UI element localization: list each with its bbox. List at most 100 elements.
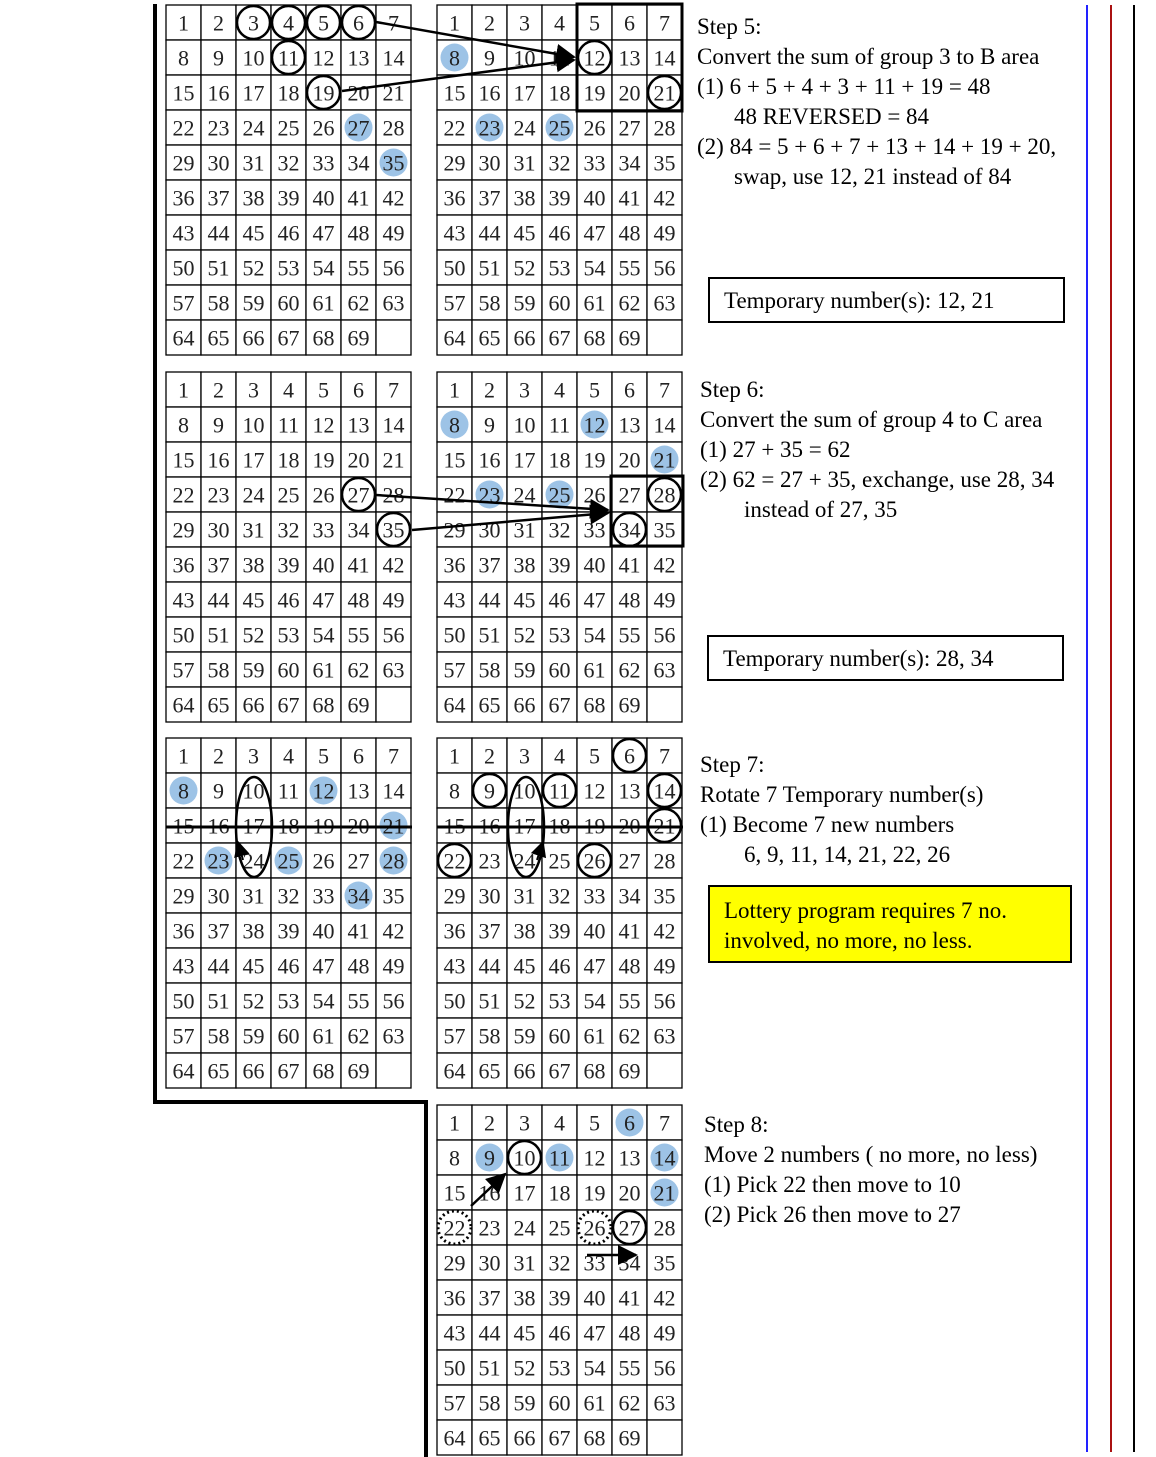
grid-number: 20 <box>348 448 370 473</box>
grid-cell <box>270 319 307 356</box>
grid-number: 6 <box>353 11 364 36</box>
grid-number: 52 <box>514 256 536 281</box>
grid-number: 47 <box>584 588 606 613</box>
grid-number: 51 <box>208 989 230 1014</box>
grid-cell <box>340 1052 377 1089</box>
grid-number: 34 <box>619 884 641 909</box>
grid-number: 26 <box>584 849 606 874</box>
grid-number: 16 <box>208 81 230 106</box>
grid-number: 44 <box>479 954 501 979</box>
grid-number: 4 <box>283 378 294 403</box>
grid-cell <box>611 1017 648 1054</box>
grid-cell <box>375 581 412 618</box>
grid-cell <box>375 686 412 723</box>
grid-number: 38 <box>243 919 265 944</box>
grid-number: 43 <box>444 954 466 979</box>
grid-cell <box>200 686 237 723</box>
grid-number: 2 <box>213 11 224 36</box>
grid-number: 48 <box>348 221 370 246</box>
grid-cell <box>541 371 578 408</box>
grid-number: 50 <box>444 256 466 281</box>
step7-title: Step 7: <box>700 752 765 777</box>
grid-number: 41 <box>348 186 370 211</box>
grid-cell <box>200 581 237 618</box>
grid-cell <box>165 4 202 41</box>
grid-number: 37 <box>208 186 230 211</box>
grid-cell <box>436 179 473 216</box>
grid-cell <box>200 546 237 583</box>
grid-number: 68 <box>313 326 335 351</box>
grid-cell <box>200 476 237 513</box>
grid-cell <box>375 441 412 478</box>
grid-number: 9 <box>213 413 224 438</box>
grid-cell <box>506 1174 543 1211</box>
grid-cell <box>576 581 613 618</box>
grid-cell <box>611 284 648 321</box>
grid-number: 1 <box>178 378 189 403</box>
grid-cell <box>436 249 473 286</box>
grid-cell <box>165 546 202 583</box>
grid-number: 48 <box>619 1321 641 1346</box>
grid-number: 1 <box>449 11 460 36</box>
grid-number: 63 <box>383 658 405 683</box>
grid-number: 69 <box>348 693 370 718</box>
grid-number: 68 <box>584 1426 606 1451</box>
grid-number: 59 <box>243 658 265 683</box>
grid-number: 16 <box>479 1181 501 1206</box>
grid-number: 56 <box>654 1356 676 1381</box>
grid-number: 67 <box>549 693 571 718</box>
highlight-marker <box>650 445 679 474</box>
grid-number: 39 <box>549 1286 571 1311</box>
grid-number: 2 <box>484 11 495 36</box>
grid-cell <box>235 214 272 251</box>
grid-number: 67 <box>549 1426 571 1451</box>
grid-cell <box>611 109 648 146</box>
grid-number: 68 <box>584 693 606 718</box>
grid-cell <box>305 616 342 653</box>
grid-number: 19 <box>313 81 335 106</box>
grid-number: 40 <box>313 186 335 211</box>
grid-number: 24 <box>514 849 536 874</box>
grid-number: 60 <box>549 658 571 683</box>
grid-number: 15 <box>444 1181 466 1206</box>
grid-number: 17 <box>243 81 265 106</box>
grid-cell <box>611 947 648 984</box>
grid-cell <box>270 406 307 443</box>
grid-number: 47 <box>313 588 335 613</box>
grid-number: 13 <box>348 779 370 804</box>
grid-cell <box>375 319 412 356</box>
grid-cell <box>436 546 473 583</box>
grid-number: 68 <box>313 1059 335 1084</box>
grid-number: 12 <box>313 46 335 71</box>
grid-number: 38 <box>243 186 265 211</box>
grid-cell <box>436 284 473 321</box>
grid-number: 37 <box>208 553 230 578</box>
move-arrow-22-to-10 <box>470 1172 507 1207</box>
grid-cell <box>436 686 473 723</box>
grid-number: 57 <box>444 291 466 316</box>
grid-number: 26 <box>313 849 335 874</box>
grid-cell <box>471 686 508 723</box>
step8-line3: (2) Pick 26 then move to 27 <box>704 1202 961 1227</box>
grid-cell <box>200 249 237 286</box>
grid-cell <box>235 39 272 76</box>
grid-cell <box>375 249 412 286</box>
grid-cell <box>235 546 272 583</box>
grid-number: 22 <box>444 116 466 141</box>
rotation-ellipse-right <box>506 775 546 879</box>
grid-cell <box>375 616 412 653</box>
grid-cell <box>270 441 307 478</box>
selection-circle <box>541 772 578 809</box>
grid-cell <box>611 772 648 809</box>
grid-number: 54 <box>313 989 335 1014</box>
grid-number: 13 <box>619 779 641 804</box>
grid-cell <box>576 1349 613 1386</box>
grid-number: 58 <box>208 658 230 683</box>
grid-number: 66 <box>243 1059 265 1084</box>
grid-number: 53 <box>278 623 300 648</box>
grid-cell <box>646 686 683 723</box>
grid-cell <box>611 39 648 76</box>
grid-number: 55 <box>348 623 370 648</box>
